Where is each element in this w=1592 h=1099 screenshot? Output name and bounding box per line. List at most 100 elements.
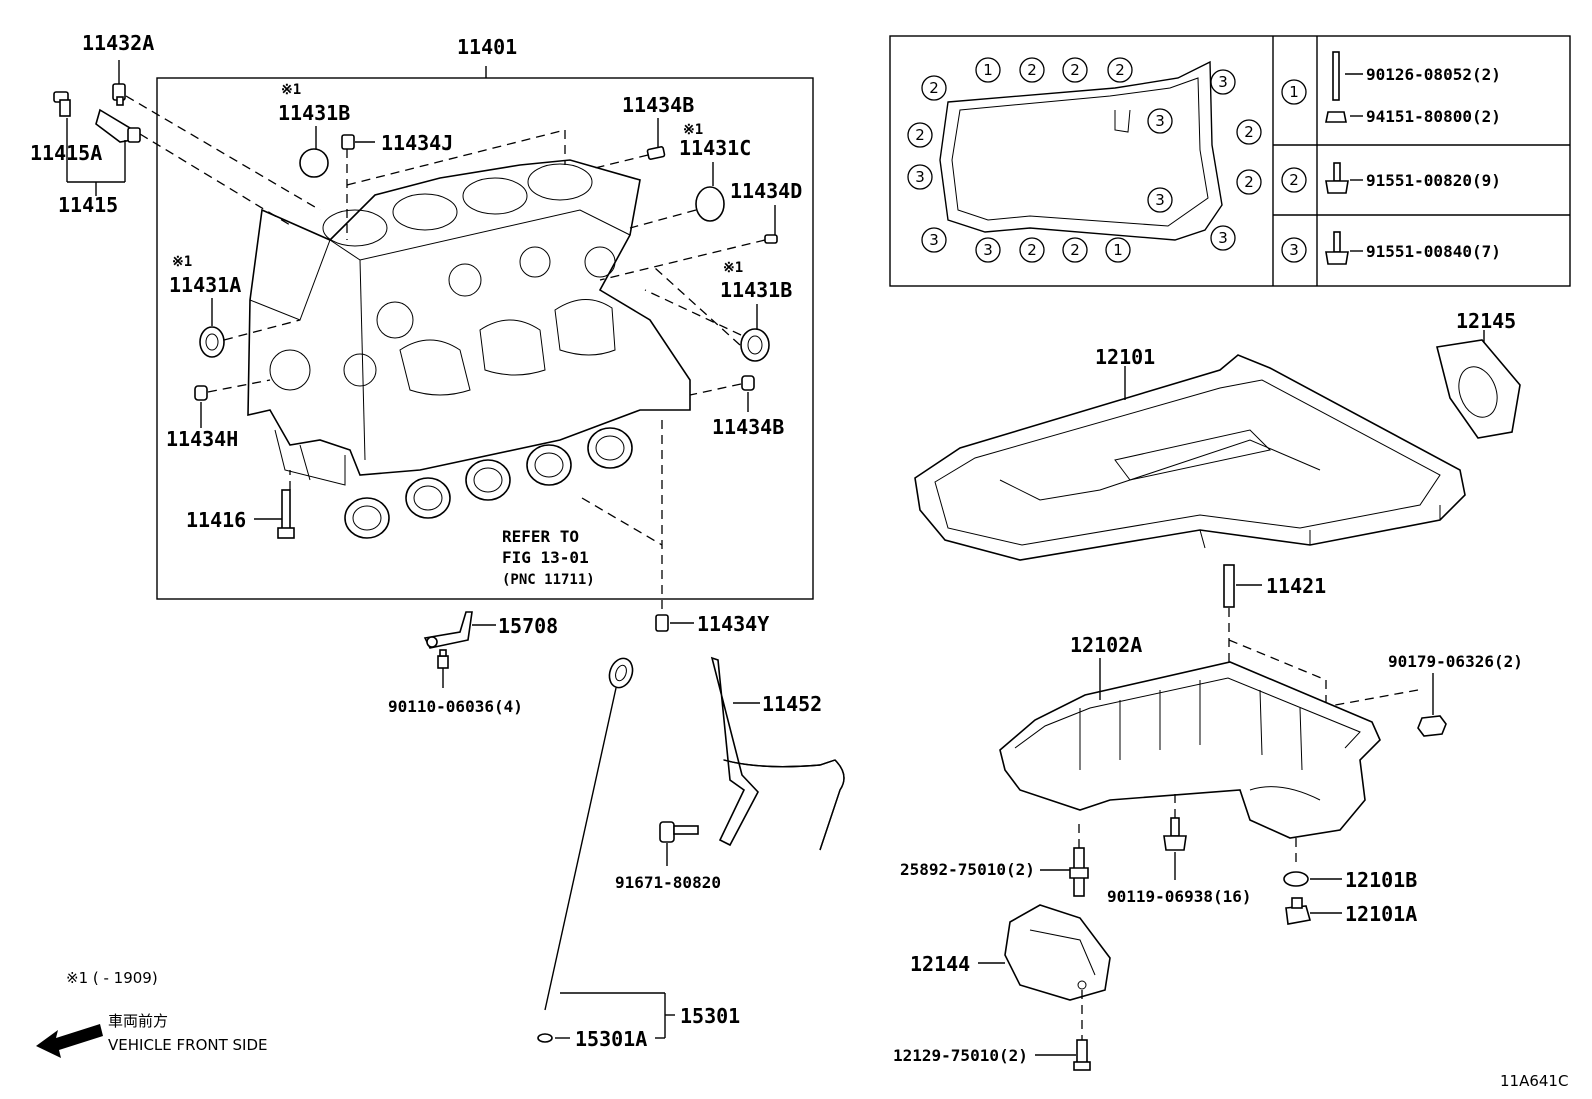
bolt-table-row-3[interactable]: 3 91551-00840(7) (1281, 231, 1501, 265)
part-90110-bolt[interactable] (437, 649, 449, 669)
svg-text:91551-00840(7): 91551-00840(7) (1366, 242, 1501, 261)
part-11431B-top[interactable] (299, 148, 329, 178)
part-11434D[interactable] (764, 234, 778, 244)
svg-text:2: 2 (929, 79, 939, 97)
part-12101-oil-pan[interactable] (914, 354, 1466, 561)
svg-text:2: 2 (1027, 241, 1037, 259)
label-15301A[interactable]: 15301A (575, 1027, 647, 1051)
part-11432A[interactable] (112, 83, 126, 106)
label-90179[interactable]: 90179-06326(2) (1388, 652, 1523, 671)
svg-text:3: 3 (915, 168, 925, 186)
part-90119-bolt[interactable] (1163, 817, 1187, 851)
label-12129[interactable]: 12129-75010(2) (893, 1046, 1028, 1065)
part-12144-plate[interactable] (1004, 904, 1111, 1001)
svg-text:90126-08052(2): 90126-08052(2) (1366, 65, 1501, 84)
label-11431B-top[interactable]: 11431B (278, 101, 350, 125)
part-11434Y[interactable] (655, 614, 669, 632)
label-11431A[interactable]: 11431A (169, 273, 241, 297)
label-11434J[interactable]: 11434J (381, 131, 453, 155)
svg-text:3: 3 (1289, 241, 1299, 259)
bearings[interactable] (344, 427, 633, 539)
part-25892-stud[interactable] (1069, 847, 1089, 897)
part-11431C[interactable] (695, 186, 725, 222)
pattern-circles: 2 1 2 2 2 3 2 3 2 3 3 2 3 3 3 2 2 1 (907, 57, 1262, 263)
part-12129-bolt[interactable] (1073, 1039, 1091, 1071)
label-15301[interactable]: 15301 (680, 1004, 740, 1028)
label-11434B-top[interactable]: 11434B (622, 93, 694, 117)
mark-2: ※1 (683, 122, 703, 138)
label-15708[interactable]: 15708 (498, 614, 558, 638)
part-15301-dipstick[interactable] (544, 655, 636, 1011)
part-11431B-right[interactable] (740, 328, 770, 362)
label-12145[interactable]: 12145 (1456, 309, 1516, 333)
label-90119[interactable]: 90119-06938(16) (1107, 887, 1252, 906)
label-12102A[interactable]: 12102A (1070, 633, 1142, 657)
part-12102A-lower-pan[interactable] (999, 661, 1381, 839)
label-11416[interactable]: 11416 (186, 508, 246, 532)
label-11421[interactable]: 11421 (1266, 574, 1326, 598)
part-90179-nut[interactable] (1417, 715, 1447, 737)
part-11421-stud[interactable] (1223, 564, 1235, 608)
part-11452-guide[interactable] (710, 656, 845, 851)
label-90110[interactable]: 90110-06036(4) (388, 697, 523, 716)
svg-text:2: 2 (915, 126, 925, 144)
footnote: ※1 ( - 1909) (66, 969, 158, 987)
label-11431C[interactable]: 11431C (679, 136, 751, 160)
part-11434J[interactable] (341, 134, 355, 150)
svg-text:2: 2 (1070, 61, 1080, 79)
label-12144[interactable]: 12144 (910, 952, 970, 976)
vehicle-front-jp: 車両前方 (108, 1012, 168, 1030)
svg-text:2: 2 (1244, 173, 1254, 191)
part-11415[interactable] (95, 108, 141, 143)
part-11434B-top[interactable] (646, 146, 666, 160)
svg-text:3: 3 (1218, 73, 1228, 91)
label-11401[interactable]: 11401 (457, 35, 517, 59)
mark-1: ※1 (281, 82, 301, 98)
label-12101A[interactable]: 12101A (1345, 902, 1417, 926)
svg-text:2: 2 (1070, 241, 1080, 259)
refer-line1: REFER TO (502, 527, 579, 546)
label-11431B-right[interactable]: 11431B (720, 278, 792, 302)
svg-text:3: 3 (1218, 229, 1228, 247)
label-11452[interactable]: 11452 (762, 692, 822, 716)
label-11415[interactable]: 11415 (58, 193, 118, 217)
part-91671-bolt[interactable] (659, 821, 699, 843)
oil-pan-outline (939, 60, 1223, 241)
svg-text:3: 3 (983, 241, 993, 259)
mark-3: ※1 (172, 254, 192, 270)
figure-id: 11A641C (1500, 1072, 1568, 1090)
part-11415A[interactable] (53, 91, 71, 117)
block-frame (156, 77, 814, 600)
refer-line2: FIG 13-01 (502, 548, 589, 567)
label-11434Y[interactable]: 11434Y (697, 612, 769, 636)
part-11434H[interactable] (194, 385, 208, 401)
cylinder-block-11401[interactable] (247, 159, 691, 486)
svg-text:3: 3 (1155, 191, 1165, 209)
part-12101B[interactable] (1283, 871, 1309, 887)
label-11434B-right[interactable]: 11434B (712, 415, 784, 439)
part-11416[interactable] (277, 489, 295, 539)
label-25892[interactable]: 25892-75010(2) (900, 860, 1035, 879)
svg-text:3: 3 (1155, 112, 1165, 130)
part-15708[interactable] (423, 611, 473, 649)
svg-text:2: 2 (1115, 61, 1125, 79)
svg-text:1: 1 (983, 61, 993, 79)
label-11434D[interactable]: 11434D (730, 179, 802, 203)
part-11431A[interactable] (199, 326, 225, 358)
bolt-table-row-2[interactable]: 2 91551-00820(9) (1281, 162, 1501, 194)
label-11432A[interactable]: 11432A (82, 31, 154, 55)
part-11434B-right[interactable] (741, 375, 755, 391)
label-91671[interactable]: 91671-80820 (615, 873, 721, 892)
label-11415A[interactable]: 11415A (30, 141, 102, 165)
part-12145[interactable] (1436, 339, 1521, 439)
label-11434H[interactable]: 11434H (166, 427, 238, 451)
label-12101B[interactable]: 12101B (1345, 868, 1417, 892)
part-15301A[interactable] (537, 1033, 553, 1043)
svg-text:3: 3 (929, 231, 939, 249)
vehicle-front-arrow-icon (36, 1024, 103, 1058)
label-12101[interactable]: 12101 (1095, 345, 1155, 369)
bolt-table-row-1[interactable]: 1 90126-08052(2) 94151-80800(2) (1281, 51, 1501, 126)
refer-line3: (PNC 11711) (502, 572, 595, 588)
svg-text:1: 1 (1113, 241, 1123, 259)
